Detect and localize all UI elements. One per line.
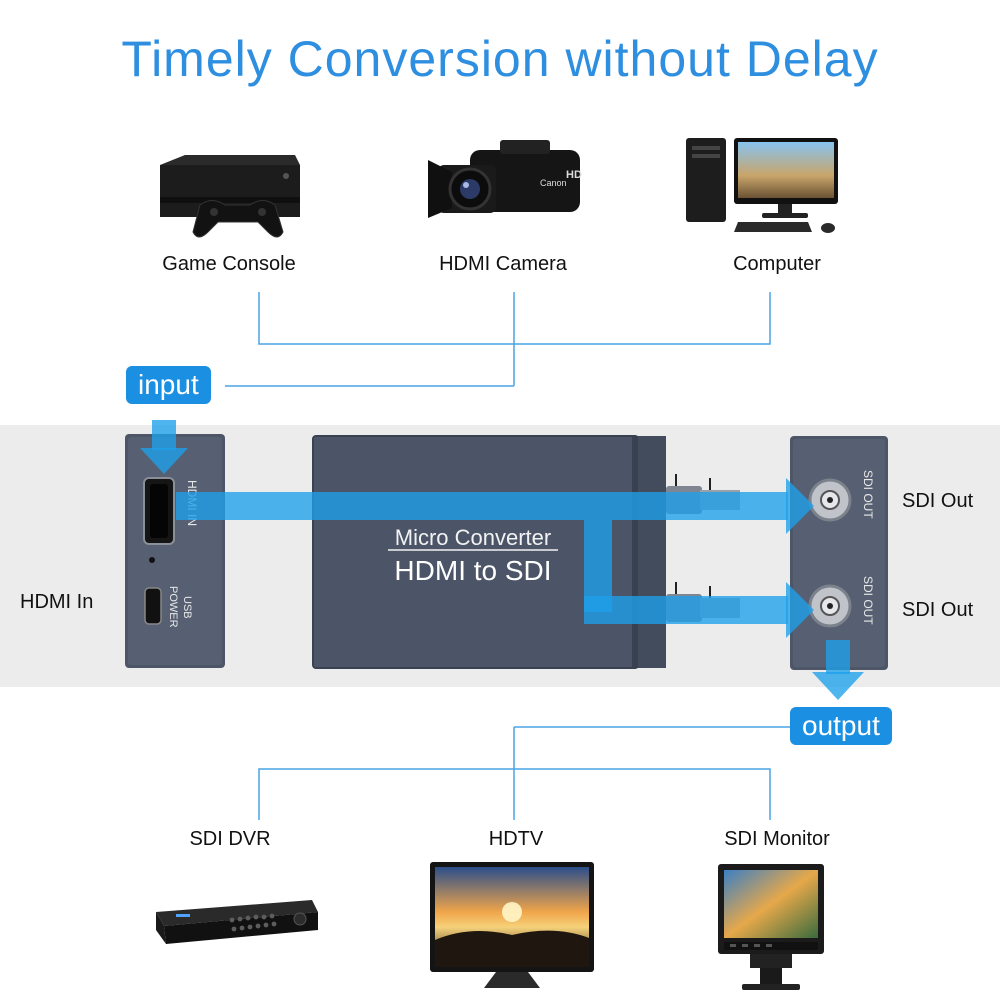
output-arrow-stem bbox=[826, 640, 850, 674]
tv-icon bbox=[430, 862, 594, 988]
flow-lower-head bbox=[786, 582, 814, 638]
game-console-icon bbox=[160, 155, 300, 238]
flow-upper bbox=[588, 492, 788, 520]
svg-text:HD: HD bbox=[566, 169, 582, 181]
hdmi-input-plate: HDMI IN USB POWER bbox=[125, 434, 225, 668]
input-arrow-head bbox=[140, 448, 188, 474]
port-label-sdi-2: SDI OUT bbox=[861, 576, 875, 625]
flow-upper-head bbox=[786, 478, 814, 534]
sdi-out-label-1: SDI Out bbox=[902, 490, 974, 512]
source-label-hdmi-camera: HDMI Camera bbox=[439, 253, 567, 275]
dvr-icon bbox=[156, 900, 318, 944]
input-arrow-stem bbox=[152, 420, 176, 450]
dest-label-sdi-monitor: SDI Monitor bbox=[724, 828, 830, 850]
flow-main bbox=[176, 492, 588, 520]
device-line-2: HDMI to SDI bbox=[394, 555, 551, 586]
svg-text:Canon: Canon bbox=[540, 178, 567, 188]
sdi-output-plate: SDI OUT SDI OUT bbox=[790, 436, 888, 670]
dest-label-hdtv: HDTV bbox=[488, 828, 544, 850]
monitor-icon bbox=[718, 864, 824, 990]
port-label-usb-2: POWER bbox=[167, 586, 179, 628]
port-label-usb-1: USB bbox=[181, 596, 193, 619]
camera-icon: Canon HD bbox=[428, 140, 582, 218]
dest-label-sdi-dvr: SDI DVR bbox=[189, 828, 271, 850]
output-arrow-head bbox=[812, 672, 864, 700]
computer-icon bbox=[686, 138, 838, 233]
source-label-game-console: Game Console bbox=[162, 253, 296, 275]
flow-lower bbox=[584, 596, 788, 624]
source-label-computer: Computer bbox=[733, 253, 821, 275]
output-tag: output bbox=[790, 707, 892, 745]
converter-body: Micro Converter HDMI to SDI bbox=[312, 435, 666, 669]
port-label-sdi-1: SDI OUT bbox=[861, 470, 875, 519]
input-tag: input bbox=[126, 366, 211, 404]
destination-connector-lines bbox=[258, 726, 790, 820]
signal-flow bbox=[140, 420, 864, 700]
hdmi-in-label: HDMI In bbox=[20, 591, 94, 613]
device-line-1: Micro Converter bbox=[395, 525, 551, 550]
page-title: Timely Conversion without Delay bbox=[121, 31, 879, 87]
sdi-out-label-2: SDI Out bbox=[902, 599, 974, 621]
source-connector-lines bbox=[225, 292, 771, 387]
